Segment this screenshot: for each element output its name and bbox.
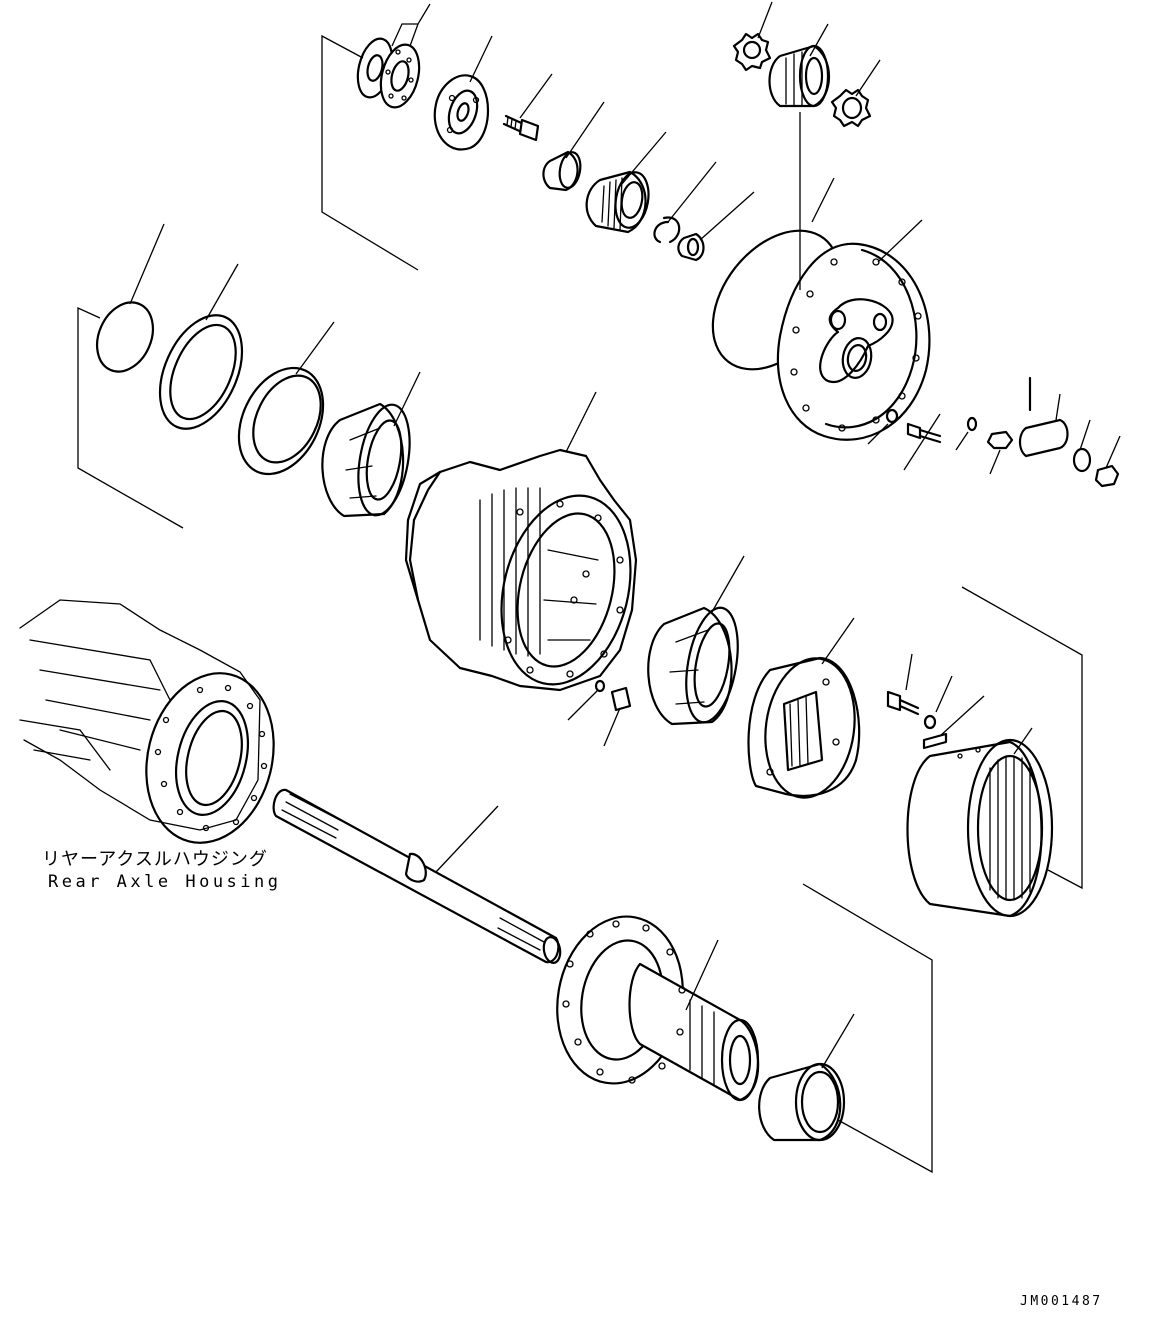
group-bracket-lines	[78, 36, 1082, 1172]
rear-axle-housing-reference	[20, 600, 291, 856]
leader-lines	[130, 2, 1120, 1068]
retainer-plate	[435, 75, 488, 149]
roller-bearing-top	[770, 46, 830, 106]
bolt-small	[504, 116, 538, 140]
ring-gear	[908, 740, 1053, 916]
hub-small-hardware	[596, 681, 630, 710]
snap-ring	[654, 218, 679, 242]
taper-bearing-right	[648, 604, 745, 727]
pinion-gear-right	[832, 90, 870, 126]
drawing-code: JM001487	[1020, 1294, 1103, 1309]
housing-label-english: Rear Axle Housing	[48, 872, 282, 892]
o-ring-left	[87, 294, 164, 381]
axle-shaft	[274, 790, 563, 964]
needle-roller	[587, 170, 653, 232]
hub-flange-shaft	[544, 907, 758, 1100]
lock-plate-pair	[352, 35, 425, 111]
planet-carrier	[778, 244, 929, 440]
wheel-hub-housing	[406, 450, 649, 698]
taper-bearing-left	[322, 401, 417, 520]
pinion-gear-top	[734, 34, 770, 70]
carrier-hardware	[887, 378, 1118, 486]
collar-nut	[678, 234, 703, 260]
housing-label-japanese: リヤーアクスルハウジング	[42, 849, 268, 870]
bushing	[543, 151, 583, 190]
floating-seal	[222, 354, 339, 488]
oil-seal-bottom	[759, 1064, 844, 1140]
planet-cover	[748, 653, 863, 804]
oil-seal-left	[144, 303, 259, 442]
cover-bolt-washer	[888, 692, 946, 748]
